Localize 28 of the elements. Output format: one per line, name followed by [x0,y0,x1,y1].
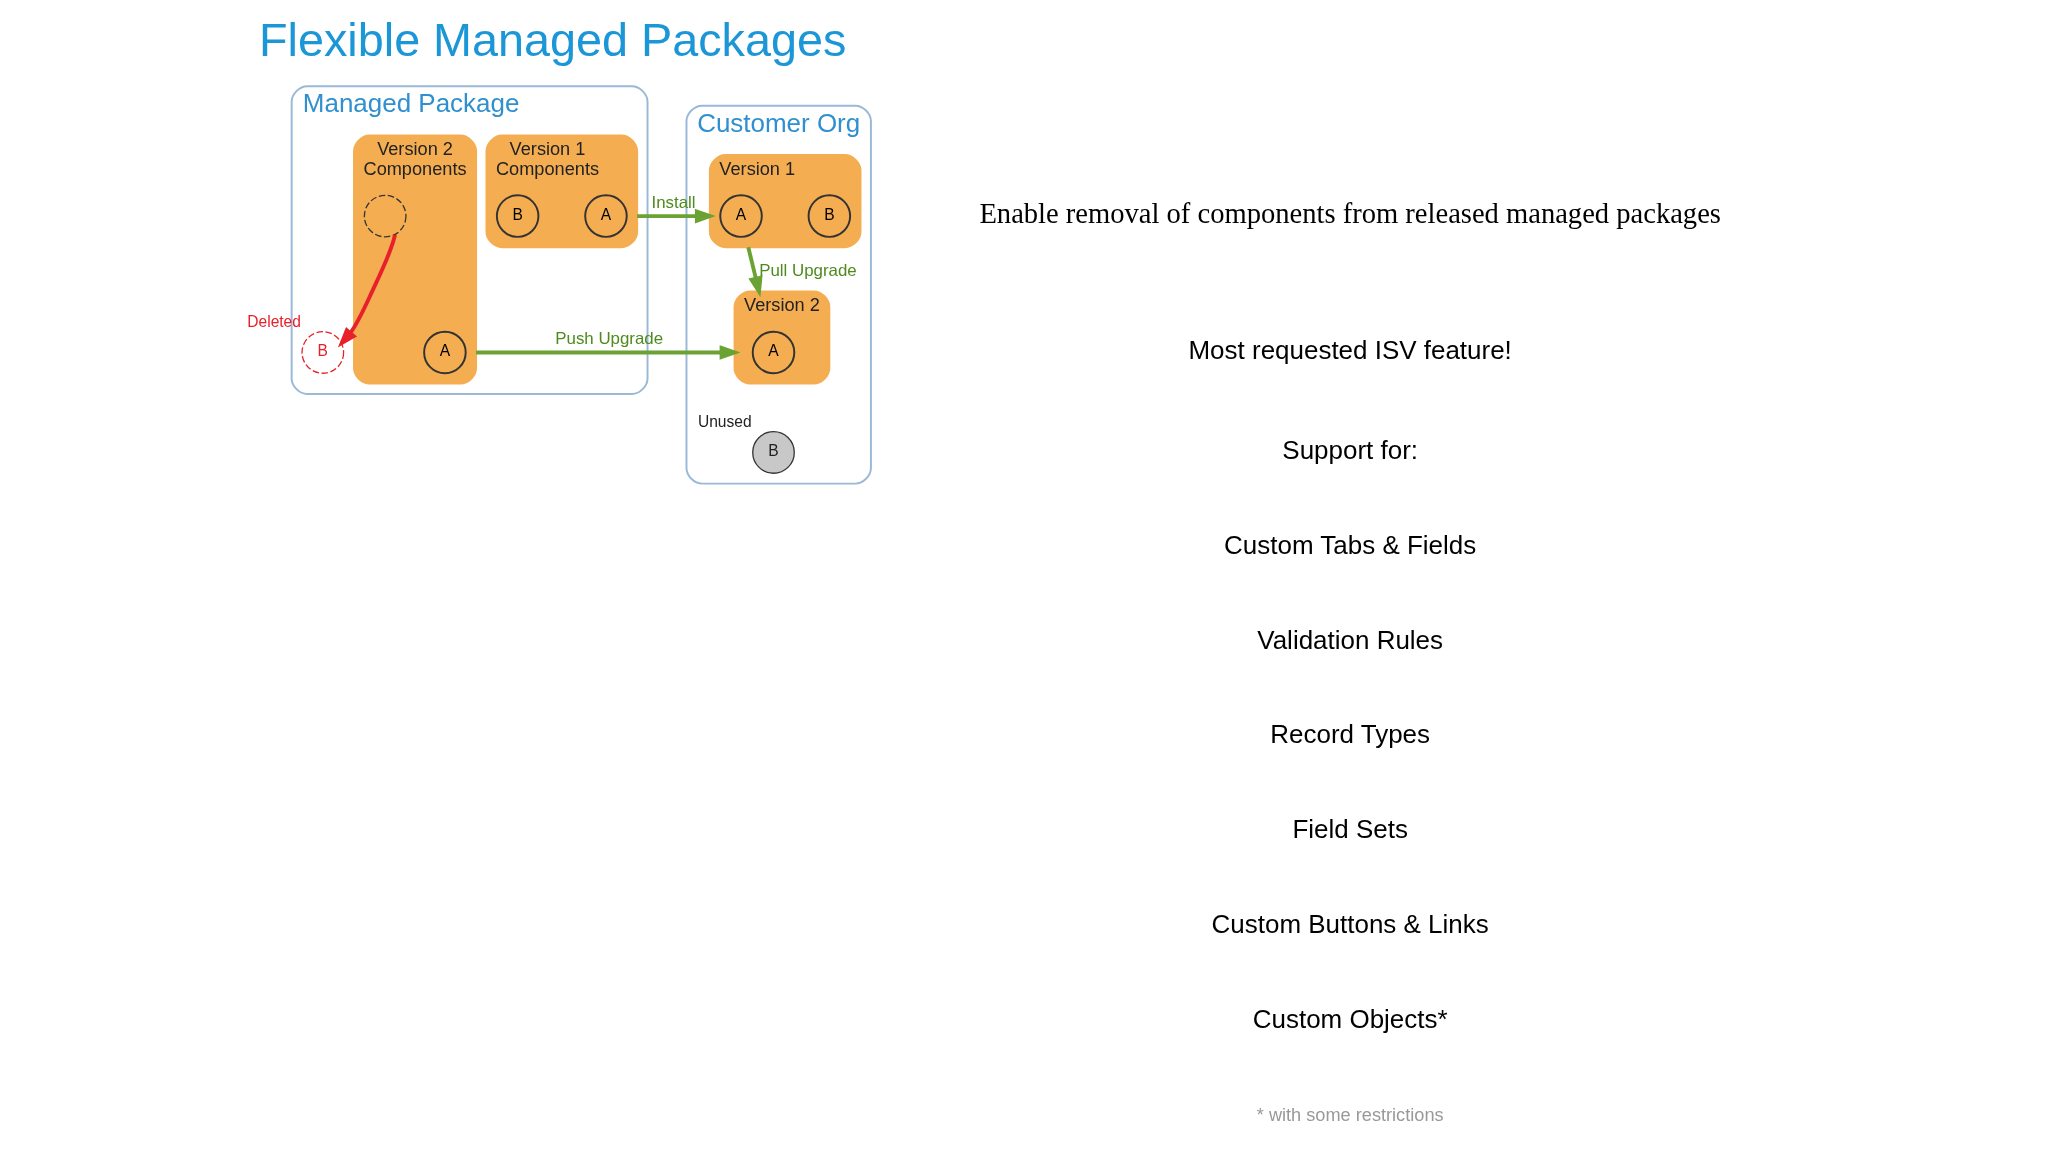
diagram-title: Flexible Managed Packages [258,14,846,67]
label: * with some restrictions [1256,1104,1444,1125]
label: Enable removal of components from released managed packages [978,198,1721,230]
node-label: Unused [697,413,752,431]
node-circle: A [751,330,795,375]
label: Custom Objects* [1252,1003,1448,1034]
node-circle: A [718,194,763,238]
label: Validation Rules [1256,624,1443,655]
node-circle: B [807,194,851,238]
label: Support for: [1281,434,1418,465]
arrow [745,246,763,298]
label: Record Types [1269,719,1430,750]
node-circle: B [300,331,344,374]
label: Field Sets [1291,814,1408,845]
node-circle: B [751,431,795,474]
node-circle: A [583,194,628,238]
node-circle [363,194,407,238]
node-circle: B [495,194,539,238]
label: Custom Buttons & Links [1211,909,1489,940]
label: Most requested ISV feature! [1188,334,1512,365]
arrow [636,208,716,224]
arrow [337,234,397,348]
edge-label: Pull Upgrade [758,261,857,281]
edge-label: Push Upgrade [554,328,663,348]
label: Custom Tabs & Fields [1223,529,1476,560]
node-label: Deleted [246,313,301,331]
arrow [475,345,740,360]
node-circle: A [422,330,467,375]
